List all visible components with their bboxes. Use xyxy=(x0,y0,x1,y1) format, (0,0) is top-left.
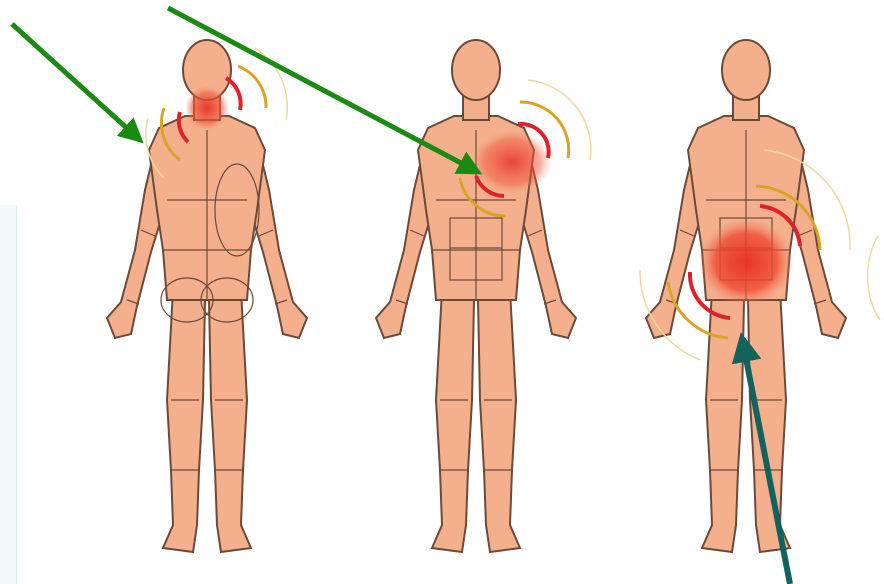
neck-pain-area xyxy=(185,86,229,130)
arrow-to-neck xyxy=(12,24,140,140)
abdomen-pain-area xyxy=(698,218,794,306)
shoulder-pain-area xyxy=(472,130,552,194)
figure-front-view-shoulder xyxy=(376,40,576,552)
